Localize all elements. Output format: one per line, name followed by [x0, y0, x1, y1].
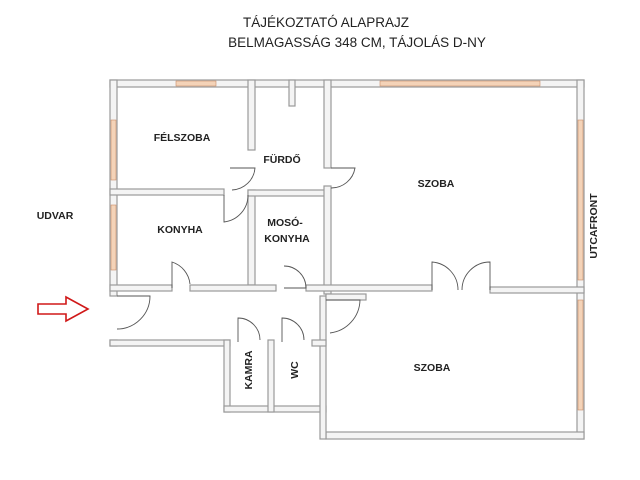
side-label-udvar: UDVAR [37, 210, 74, 222]
windows [110, 80, 584, 411]
room-label-moso-line1: MOSÓ- [267, 216, 303, 229]
side-label-utcafront: UTCAFRONT [588, 193, 600, 259]
plan-title: TÁJÉKOZTATÓ ALAPRAJZ [243, 15, 409, 30]
doors [116, 167, 491, 342]
arrow-right-icon [37, 295, 90, 323]
room-label-felszoba: FÉLSZOBA [154, 131, 211, 144]
room-label-kamra: KAMRA [243, 350, 255, 389]
room-label-furdo: FÜRDŐ [263, 153, 300, 166]
room-label-konyha: KONYHA [157, 224, 203, 236]
room-label-szoba-top: SZOBA [418, 178, 455, 190]
room-label-szoba-bottom: SZOBA [414, 362, 451, 374]
room-label-moso-line2: KONYHA [264, 233, 310, 245]
room-label-wc: WC [289, 361, 301, 379]
plan-subtitle: BELMAGASSÁG 348 CM, TÁJOLÁS D-NY [228, 35, 486, 50]
